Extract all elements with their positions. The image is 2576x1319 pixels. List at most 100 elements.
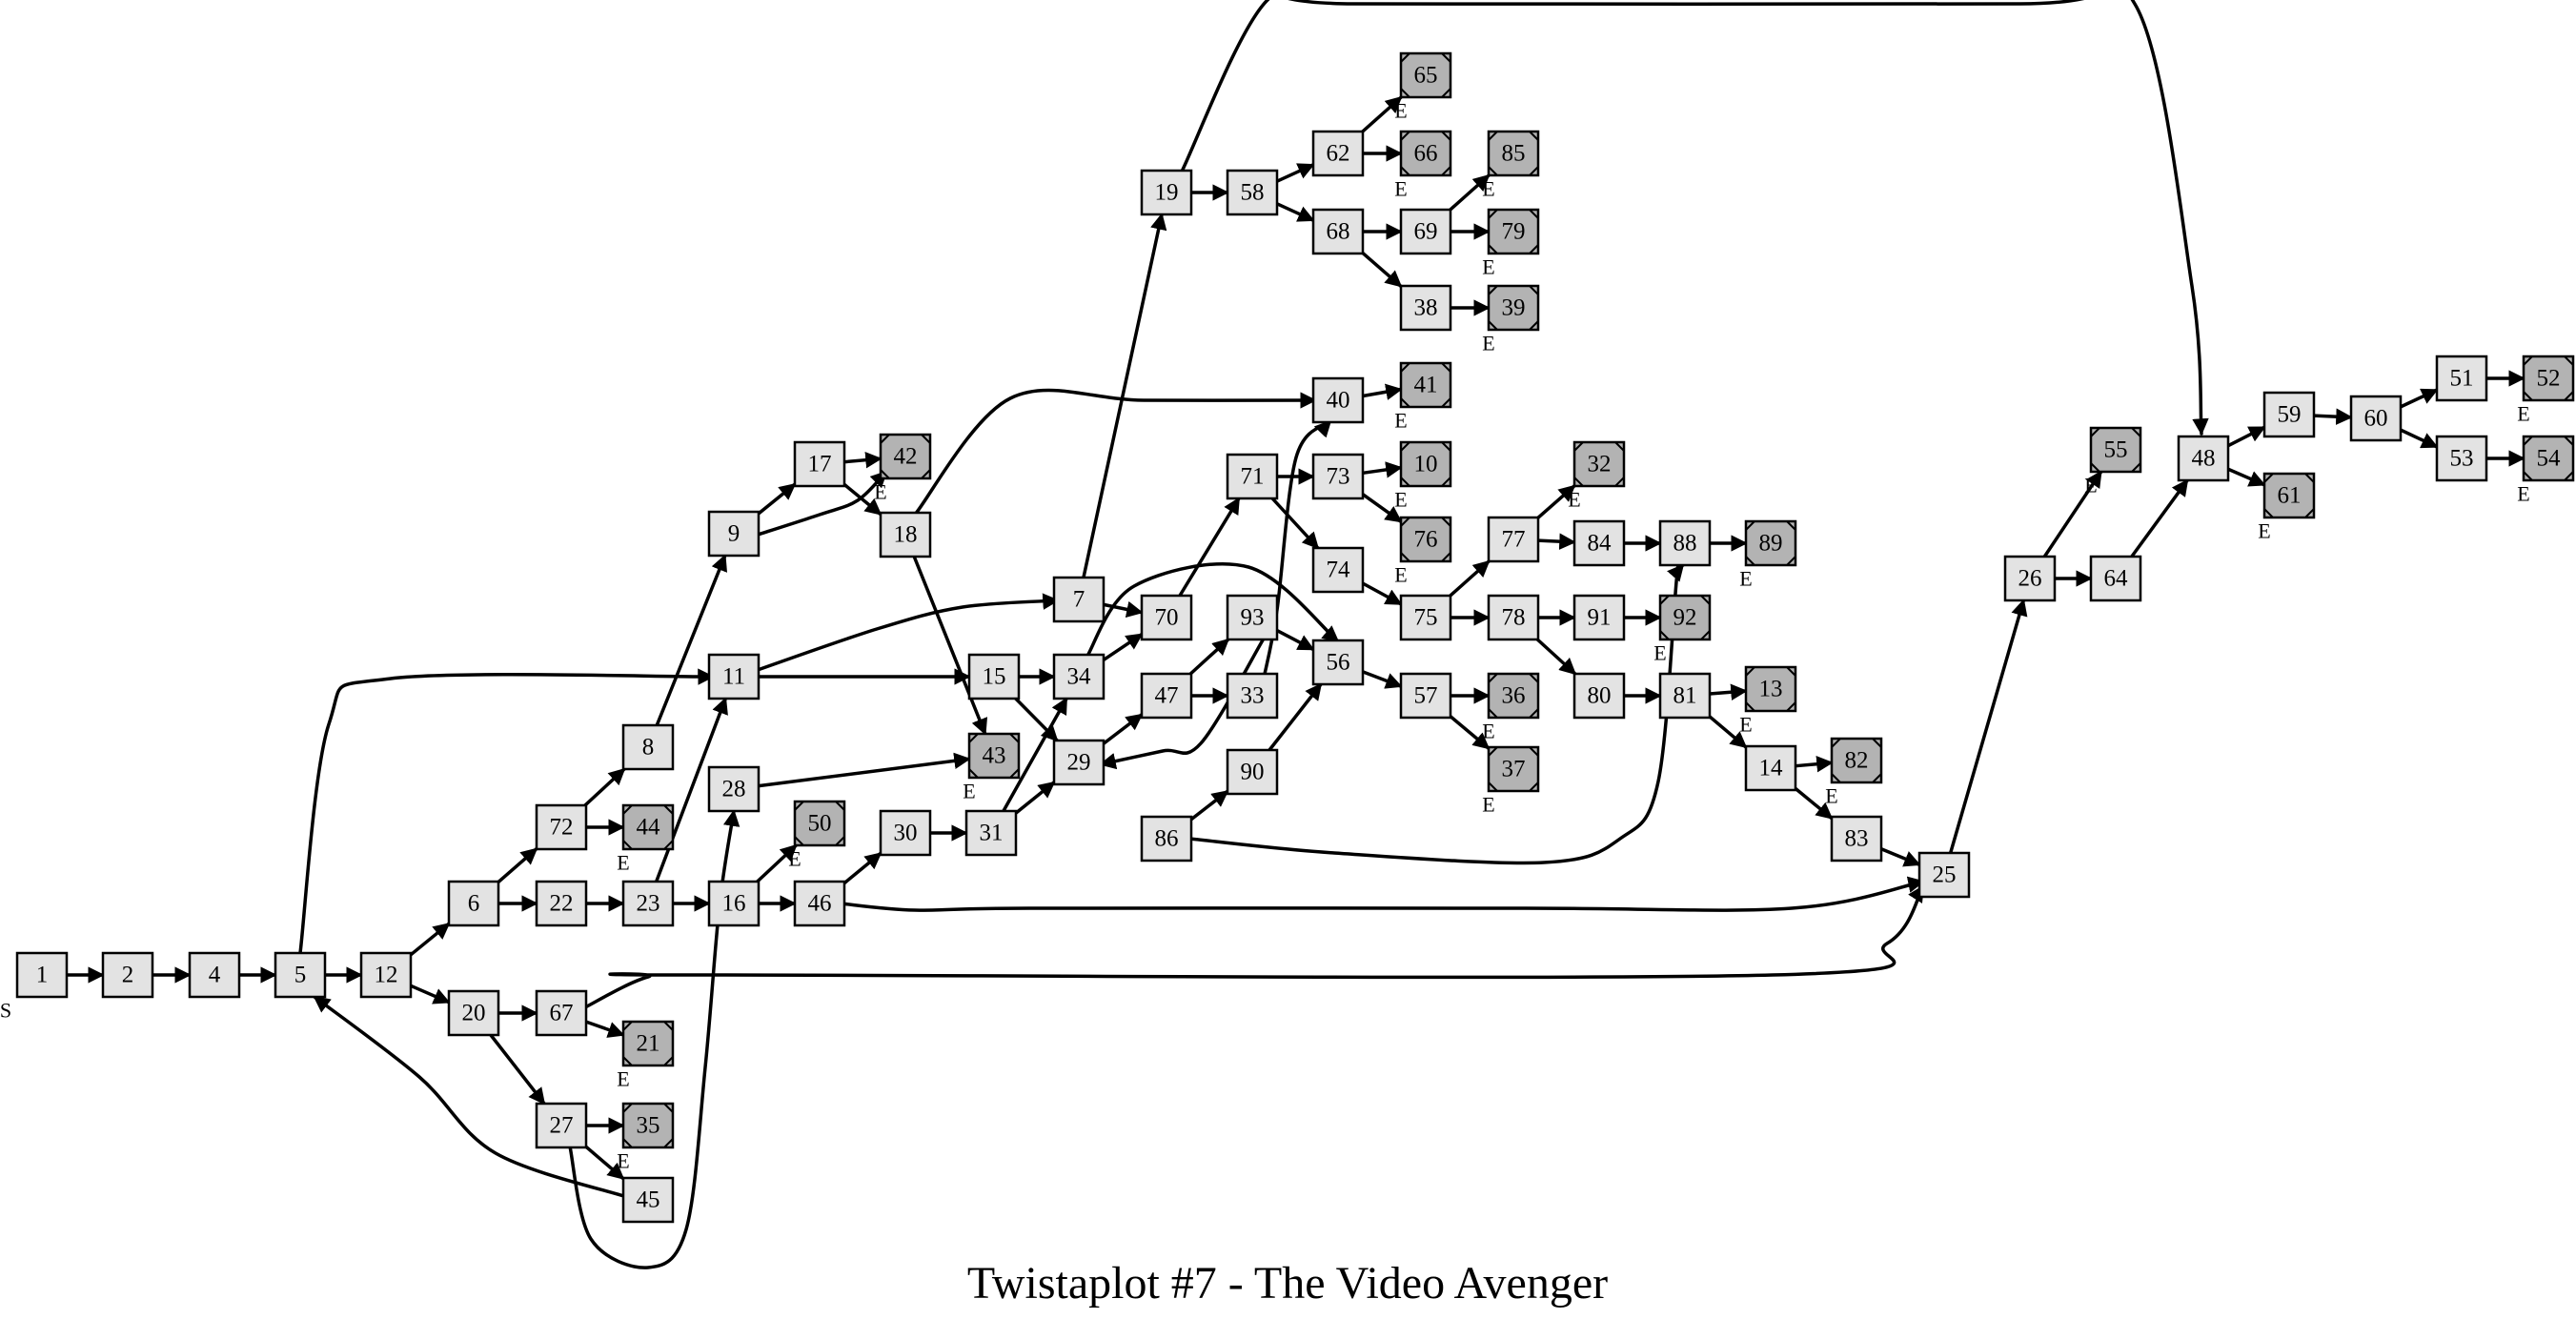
node-label: 58 bbox=[1241, 180, 1265, 206]
node-84: 84 bbox=[1572, 519, 1626, 567]
node-box bbox=[2089, 555, 2142, 602]
edge-48-59 bbox=[2226, 425, 2266, 448]
node-box bbox=[621, 723, 675, 771]
node-label: 89 bbox=[1759, 531, 1783, 557]
edge-58-62 bbox=[1275, 163, 1315, 183]
node-label: 23 bbox=[637, 891, 660, 917]
node-box bbox=[1487, 284, 1540, 332]
node-label: 52 bbox=[2537, 366, 2561, 392]
edge-72-8 bbox=[583, 767, 626, 807]
node-label: 40 bbox=[1327, 388, 1350, 414]
node-60: 60 bbox=[2349, 395, 2403, 442]
node-label: 65 bbox=[1414, 63, 1438, 89]
node-6: 6 bbox=[447, 880, 500, 927]
node-label: 8 bbox=[642, 735, 655, 761]
edge-86-90 bbox=[1189, 789, 1229, 822]
node-58: 58 bbox=[1226, 169, 1279, 216]
end-octagon-mark bbox=[2523, 436, 2574, 481]
end-octagon-mark bbox=[1400, 131, 1451, 176]
start-tag: S bbox=[0, 999, 11, 1023]
edge-17-42 bbox=[842, 451, 882, 469]
node-14: 14 bbox=[1744, 744, 1797, 792]
node-box bbox=[1572, 672, 1626, 720]
end-tag: E bbox=[963, 780, 975, 803]
node-box bbox=[1311, 208, 1365, 255]
node-label: 32 bbox=[1588, 452, 1612, 477]
node-label: 53 bbox=[2450, 446, 2474, 472]
edge-56-57 bbox=[1361, 670, 1403, 689]
node-22: 22 bbox=[535, 880, 588, 927]
edge-14-82 bbox=[1794, 755, 1834, 773]
edge-47-93 bbox=[1188, 638, 1230, 676]
node-label: 80 bbox=[1588, 683, 1612, 709]
node-90: 90 bbox=[1226, 748, 1279, 796]
node-box bbox=[879, 809, 932, 857]
node-11: 11 bbox=[707, 653, 761, 700]
node-box bbox=[101, 951, 154, 999]
node-93: 93 bbox=[1226, 594, 1279, 641]
edge-31-29 bbox=[1014, 781, 1056, 815]
node-box bbox=[1226, 672, 1279, 720]
end-node-37: 37E bbox=[1482, 745, 1540, 817]
edge-9-17 bbox=[757, 482, 797, 516]
node-label: 37 bbox=[1502, 757, 1526, 782]
node-box bbox=[2089, 426, 2142, 474]
node-31: 31 bbox=[964, 809, 1018, 857]
node-label: 18 bbox=[894, 522, 918, 548]
node-box bbox=[2177, 435, 2230, 482]
end-octagon-mark bbox=[622, 1103, 674, 1148]
node-34: 34 bbox=[1052, 653, 1105, 700]
node-box bbox=[1487, 594, 1540, 641]
node-box bbox=[1226, 594, 1279, 641]
edge-81-14 bbox=[1708, 715, 1748, 749]
node-label: 9 bbox=[728, 521, 740, 547]
node-label: 90 bbox=[1241, 760, 1265, 785]
node-label: 16 bbox=[722, 891, 746, 917]
edge-29-47 bbox=[1102, 713, 1144, 745]
node-73: 73 bbox=[1311, 453, 1365, 500]
node-box bbox=[447, 989, 500, 1037]
end-node-41: 41E bbox=[1394, 361, 1452, 433]
end-octagon-mark bbox=[880, 434, 931, 479]
node-label: 76 bbox=[1414, 527, 1438, 553]
edge-77-32 bbox=[1536, 484, 1576, 519]
node-label: 33 bbox=[1241, 683, 1265, 709]
node-box bbox=[1917, 851, 1971, 899]
node-box bbox=[1311, 546, 1365, 594]
node-12: 12 bbox=[359, 951, 413, 999]
edge-18-43 bbox=[912, 555, 988, 736]
node-box bbox=[1052, 653, 1105, 700]
end-node-43: 43E bbox=[963, 732, 1021, 803]
end-octagon-mark bbox=[1488, 746, 1539, 792]
node-box bbox=[1487, 130, 1540, 177]
node-label: 46 bbox=[808, 891, 832, 917]
node-label: 59 bbox=[2278, 402, 2302, 428]
edge-7-19 bbox=[1082, 213, 1167, 579]
node-29: 29 bbox=[1052, 739, 1105, 786]
end-tag: E bbox=[617, 851, 629, 875]
node-box bbox=[1226, 169, 1279, 216]
edge-68-38 bbox=[1361, 251, 1403, 289]
end-tag: E bbox=[1482, 793, 1494, 817]
node-label: 75 bbox=[1414, 605, 1438, 631]
edge-6-72 bbox=[497, 846, 538, 884]
node-box bbox=[879, 511, 932, 558]
end-octagon-mark bbox=[968, 733, 1020, 779]
node-label: 69 bbox=[1414, 219, 1438, 245]
node-label: 84 bbox=[1588, 531, 1613, 557]
node-box bbox=[707, 653, 761, 700]
end-tag: E bbox=[1394, 177, 1407, 201]
node-label: 66 bbox=[1414, 141, 1438, 167]
node-box bbox=[1572, 519, 1626, 567]
node-40: 40 bbox=[1311, 376, 1365, 424]
edge-18-40 bbox=[913, 388, 1317, 517]
node-20: 20 bbox=[447, 989, 500, 1037]
edge-69-85 bbox=[1449, 173, 1491, 212]
end-node-55: 55E bbox=[2084, 426, 2142, 497]
node-label: 17 bbox=[808, 452, 832, 477]
node-label: 5 bbox=[294, 963, 307, 988]
edge-67-25 bbox=[581, 884, 1925, 1010]
node-74: 74 bbox=[1311, 546, 1365, 594]
node-label: 25 bbox=[1933, 862, 1957, 888]
node-box bbox=[1572, 440, 1626, 488]
